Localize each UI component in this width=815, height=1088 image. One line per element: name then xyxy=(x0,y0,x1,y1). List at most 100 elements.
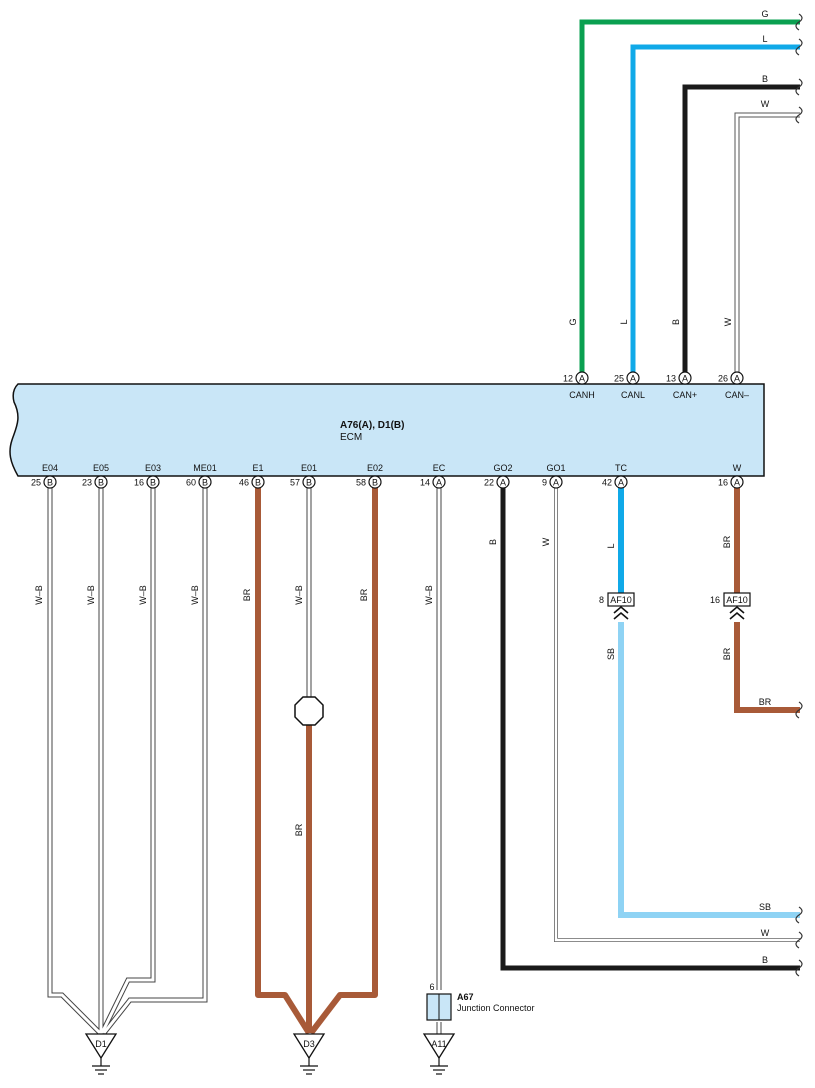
terminal-e02: E02 xyxy=(367,463,383,473)
terminal-canh: CANH xyxy=(569,390,595,400)
af10-w-name: AF10 xyxy=(726,595,748,605)
right-label-w2: W xyxy=(761,928,770,938)
wire-canl xyxy=(630,44,800,372)
wire-label-can-minus: W xyxy=(723,317,733,326)
right-label-g: G xyxy=(761,9,768,19)
wire-label-e1: BR xyxy=(242,588,252,601)
wire-label-e01-lower: BR xyxy=(294,823,304,836)
junction-connector-a67: 6 A67 Junction Connector xyxy=(426,982,535,1021)
svg-text:A: A xyxy=(682,374,688,384)
pin-marker-go1: A 9 xyxy=(542,475,563,489)
af10-tc-pin: 8 xyxy=(599,595,604,605)
svg-text:13: 13 xyxy=(666,374,676,384)
wire-label-e05: W–B xyxy=(86,585,96,605)
svg-text:26: 26 xyxy=(718,374,728,384)
af10-tc-name: AF10 xyxy=(610,595,632,605)
svg-text:B: B xyxy=(372,478,378,488)
svg-text:A: A xyxy=(579,374,585,384)
svg-text:A: A xyxy=(734,478,740,488)
a67-pin: 6 xyxy=(429,982,434,992)
right-label-br: BR xyxy=(759,697,772,707)
wire-canh xyxy=(579,19,800,372)
pin-marker-can-minus: A 26 xyxy=(718,371,744,385)
pin-marker-e01: B 57 xyxy=(290,475,316,489)
right-label-w: W xyxy=(761,99,770,109)
connector-af10-tc: AF10 8 xyxy=(599,592,635,620)
ground-a11: A11 xyxy=(422,1033,456,1075)
svg-text:A: A xyxy=(500,478,506,488)
wire-label-canh: G xyxy=(568,318,578,325)
wire-label-can-plus: B xyxy=(671,319,681,325)
svg-text:16: 16 xyxy=(718,478,728,488)
ecm-connector-label: A76(A), D1(B) xyxy=(340,420,404,431)
right-label-sb: SB xyxy=(759,902,771,912)
svg-text:22: 22 xyxy=(484,478,494,488)
terminal-w: W xyxy=(733,463,742,473)
terminal-e03: E03 xyxy=(145,463,161,473)
wire-label-e01: W–B xyxy=(294,585,304,605)
svg-text:25: 25 xyxy=(614,374,624,384)
svg-text:B: B xyxy=(98,478,104,488)
terminal-can-plus: CAN+ xyxy=(673,390,697,400)
svg-text:B: B xyxy=(202,478,208,488)
ground-wires xyxy=(47,488,800,1035)
pin-marker-canl: A 25 xyxy=(614,371,640,385)
svg-text:B: B xyxy=(150,478,156,488)
right-label-b: B xyxy=(762,74,768,84)
ecm-name: ECM xyxy=(340,432,362,443)
wire-label-e02: BR xyxy=(359,588,369,601)
pin-marker-e05: B 23 xyxy=(82,475,108,489)
terminal-ec: EC xyxy=(433,463,446,473)
terminal-e04: E04 xyxy=(42,463,58,473)
wire-label-tc: L xyxy=(606,543,616,548)
svg-text:A: A xyxy=(630,374,636,384)
svg-text:23: 23 xyxy=(82,478,92,488)
a67-id: A67 xyxy=(457,992,474,1002)
wire-label-w: BR xyxy=(722,535,732,548)
terminal-go1: GO1 xyxy=(546,463,565,473)
terminal-e1: E1 xyxy=(252,463,263,473)
pin-marker-me01: B 60 xyxy=(186,475,212,489)
terminal-e05: E05 xyxy=(93,463,109,473)
pin-marker-e03: B 16 xyxy=(134,475,160,489)
wire-can-plus xyxy=(682,84,800,372)
ground-d3: D3 xyxy=(292,1033,326,1075)
pin-marker-e1: B 46 xyxy=(239,475,265,489)
terminal-go2: GO2 xyxy=(493,463,512,473)
wire-label-canl: L xyxy=(619,319,629,324)
terminal-can-minus: CAN– xyxy=(725,390,749,400)
ground-a11-label: A11 xyxy=(431,1039,446,1049)
svg-text:58: 58 xyxy=(356,478,366,488)
svg-text:B: B xyxy=(306,478,312,488)
wire-label-sb: SB xyxy=(606,648,616,660)
break-marks-bottom xyxy=(795,701,803,977)
pin-marker-tc: A 42 xyxy=(602,475,628,489)
terminal-me01: ME01 xyxy=(193,463,217,473)
a67-name: Junction Connector xyxy=(457,1003,535,1013)
pin-marker-canh: A 12 xyxy=(563,371,589,385)
can-wires xyxy=(579,19,800,372)
svg-text:A: A xyxy=(553,478,559,488)
wire-label-go2: B xyxy=(488,539,498,545)
svg-text:14: 14 xyxy=(420,478,430,488)
connector-af10-w: AF10 16 xyxy=(710,592,751,620)
ground-d1-label: D1 xyxy=(95,1039,107,1049)
pin-marker-w: A 16 xyxy=(718,475,744,489)
svg-text:9: 9 xyxy=(542,478,547,488)
svg-text:57: 57 xyxy=(290,478,300,488)
ground-d3-label: D3 xyxy=(303,1039,315,1049)
splice-point xyxy=(294,696,324,726)
svg-text:A: A xyxy=(734,374,740,384)
wire-label-e04: W–B xyxy=(34,585,44,605)
break-marks-top xyxy=(795,13,803,124)
wire-label-ec: W–B xyxy=(424,585,434,605)
svg-text:25: 25 xyxy=(31,478,41,488)
pin-marker-ec: A 14 xyxy=(420,475,446,489)
svg-text:60: 60 xyxy=(186,478,196,488)
right-label-b2: B xyxy=(762,955,768,965)
terminal-tc: TC xyxy=(615,463,627,473)
svg-text:42: 42 xyxy=(602,478,612,488)
ground-d1: D1 xyxy=(84,1033,118,1075)
right-label-l: L xyxy=(762,34,767,44)
